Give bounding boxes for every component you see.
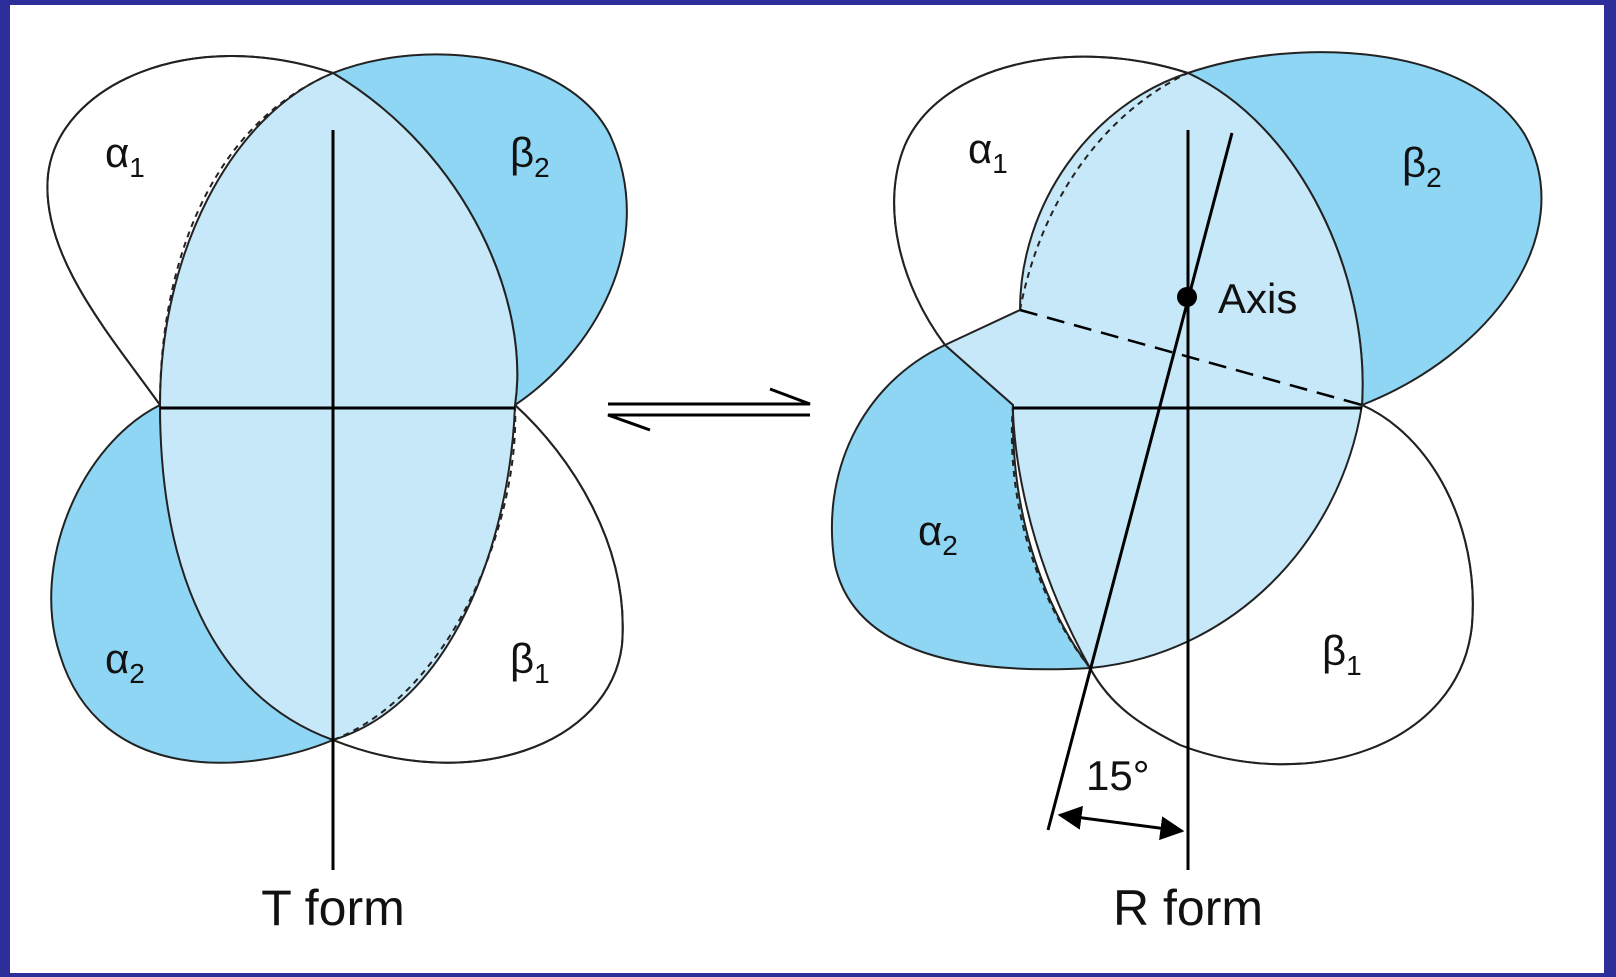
t-form-diagram: α1 β2 α2 β1 T form: [46, 53, 628, 936]
axis-label: Axis: [1218, 275, 1297, 322]
t-form-caption: T form: [261, 880, 405, 936]
t-beta1-label: β1: [510, 635, 550, 689]
equilibrium-arrows: [607, 387, 811, 432]
t-beta2-label: β2: [510, 129, 550, 183]
r-dashed-rotated-axis: [1019, 308, 1363, 407]
t-alpha1-label: α1: [105, 129, 145, 183]
reverse-arrow: [607, 413, 810, 432]
r-central-region: [943, 71, 1364, 670]
r-alpha1-label: α1: [968, 125, 1008, 179]
forward-arrow: [608, 387, 811, 406]
r-rotated-axis: [1046, 132, 1234, 831]
hemoglobin-tr-diagram: α1 β2 α2 β1 T form: [46, 51, 1543, 936]
r-form-caption: R form: [1113, 880, 1263, 936]
r-beta1-label: β1: [1322, 627, 1362, 681]
rotation-axis-point: [1177, 287, 1197, 307]
t-alpha2-label: α2: [105, 635, 145, 689]
r-form-diagram: Axis 15° α1 β2 α2 β1 R form: [830, 51, 1543, 936]
r-beta2-label: β2: [1402, 139, 1442, 193]
figure-frame: α1 β2 α2 β1 T form: [10, 5, 1604, 973]
angle-label: 15°: [1086, 752, 1150, 799]
angle-arrow: [1057, 805, 1185, 841]
r-alpha2-label: α2: [918, 507, 958, 561]
r-alpha2-subunit: [830, 343, 1092, 671]
